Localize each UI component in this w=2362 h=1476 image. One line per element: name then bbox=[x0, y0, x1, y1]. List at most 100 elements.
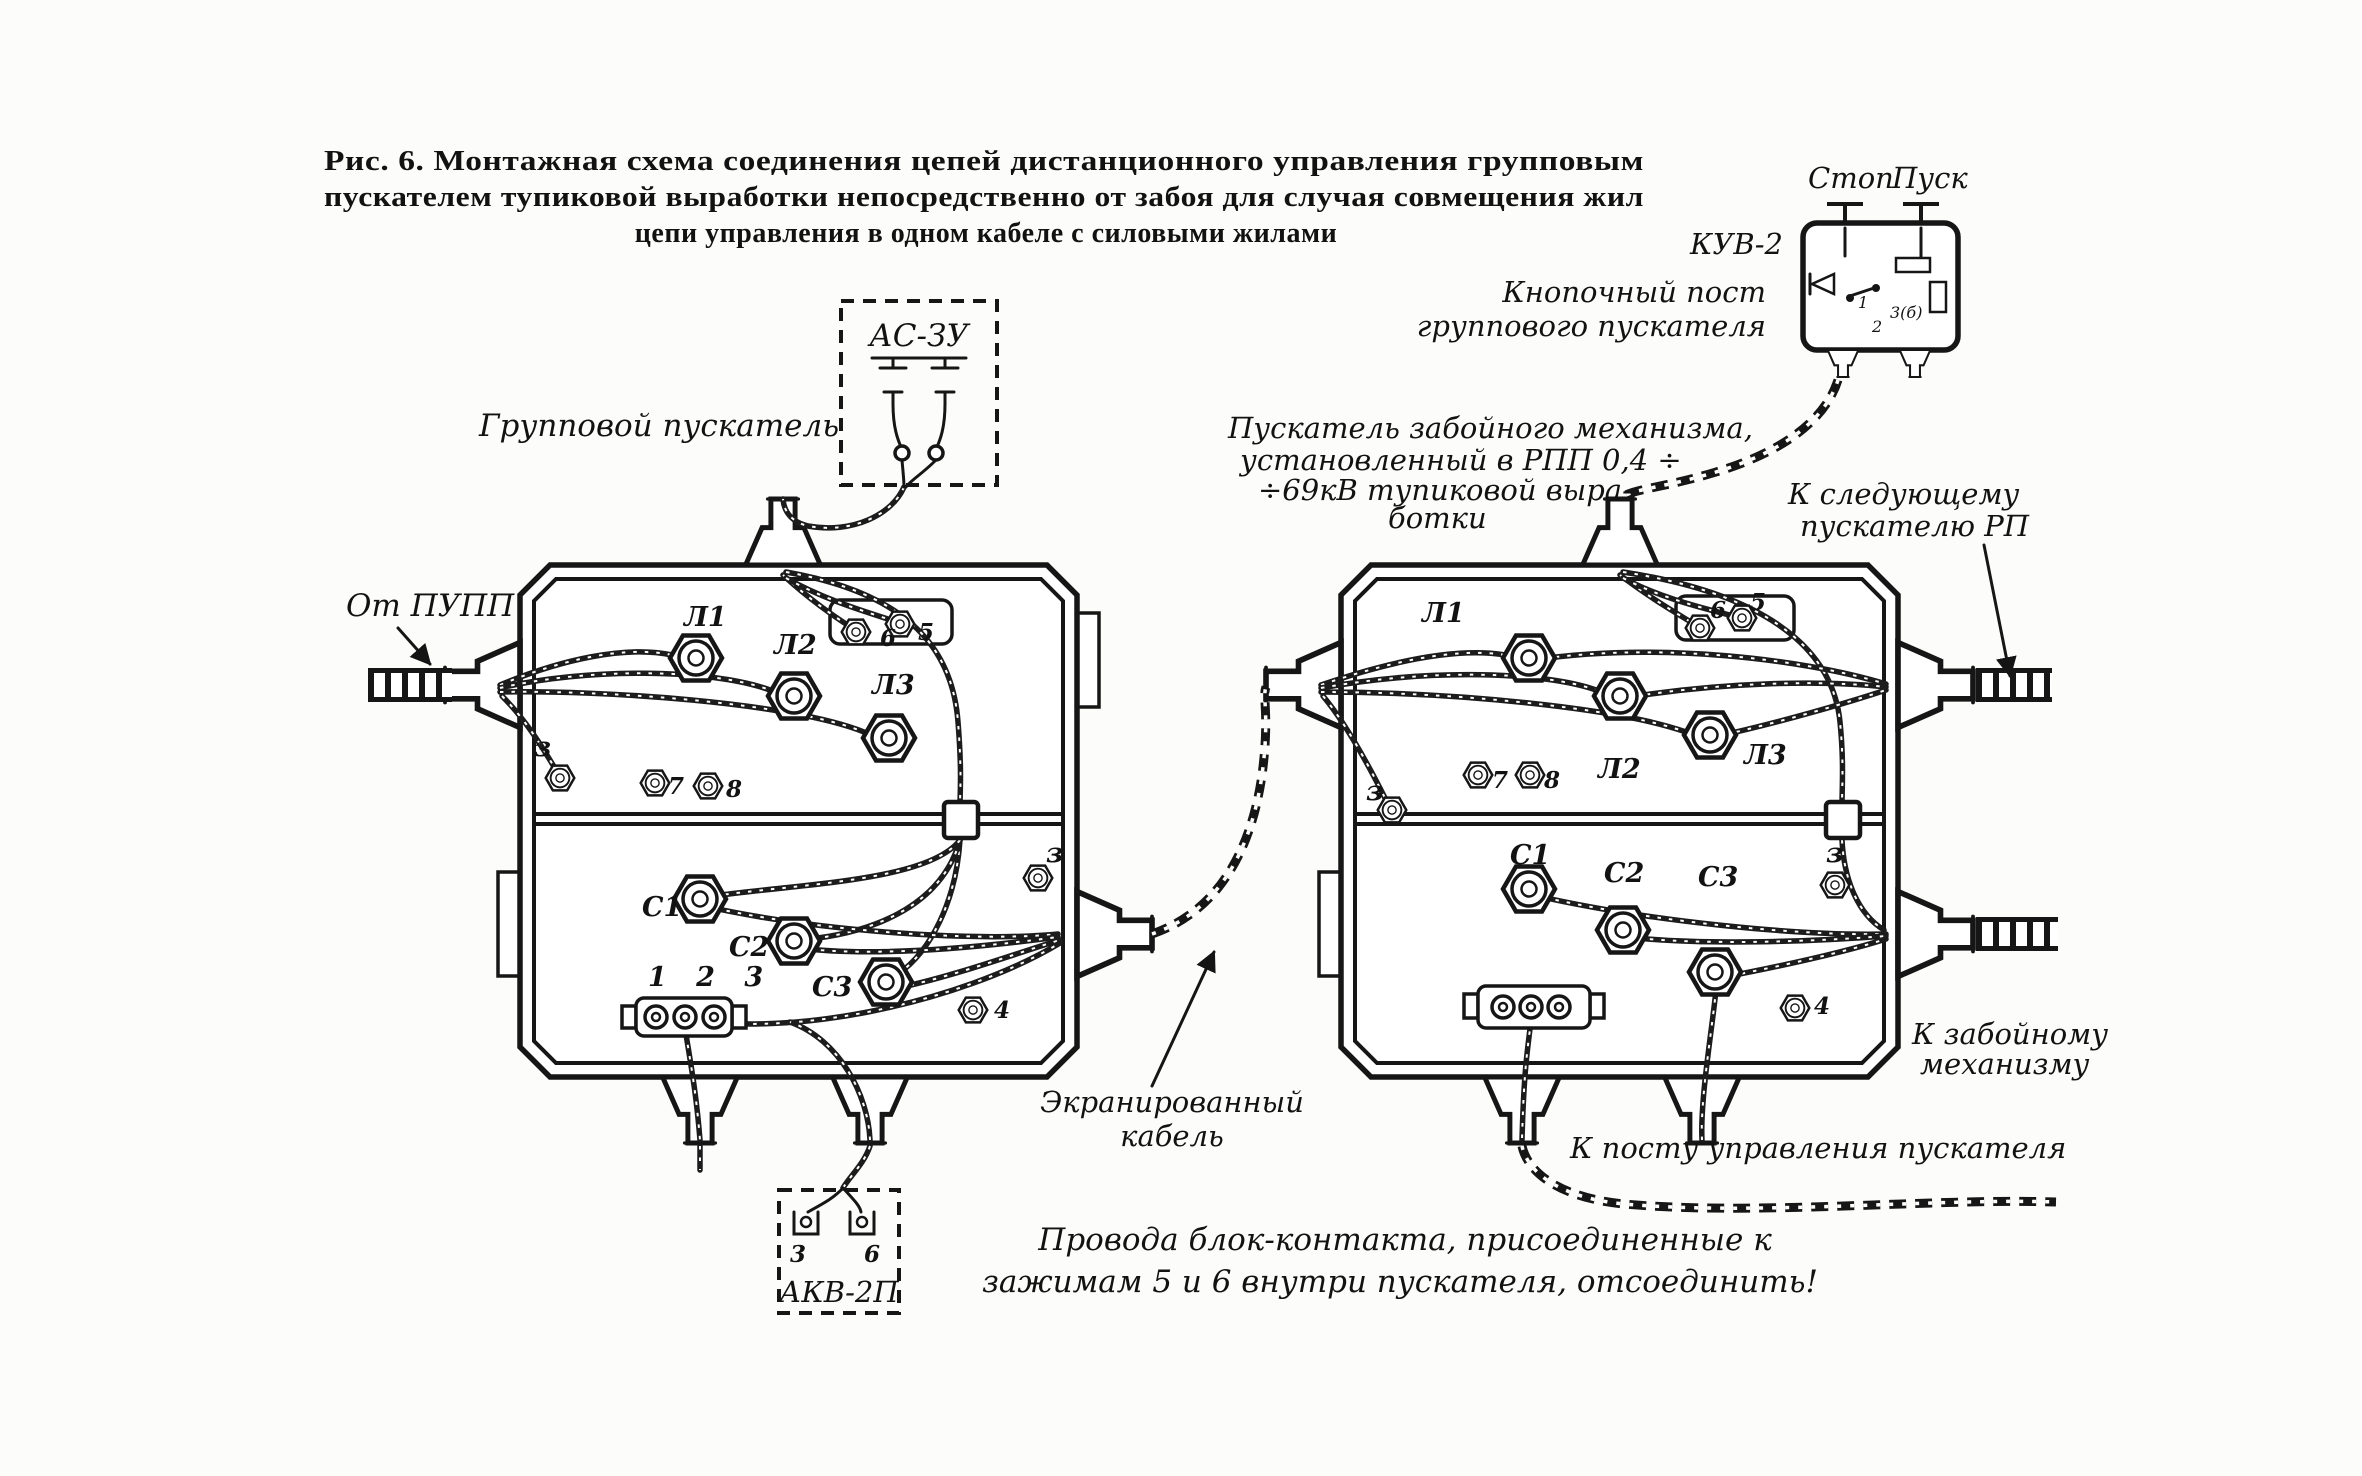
wire bbox=[1318, 650, 1508, 688]
terminal-label-5-left: 5 bbox=[918, 619, 934, 646]
terminal-nut-8 bbox=[1514, 761, 1546, 789]
flange-plate bbox=[496, 870, 522, 978]
as-zu-outline bbox=[839, 299, 999, 487]
spark-gap bbox=[930, 356, 960, 406]
terminal-label-4-left: 4 bbox=[994, 997, 1010, 1024]
wire bbox=[1530, 649, 1889, 687]
label-to-face-1: К забойному bbox=[1911, 1017, 2108, 1051]
terminal-nut-c2 bbox=[1597, 908, 1649, 953]
kuv-2-internal-wire bbox=[1843, 226, 1923, 264]
box-inner-outline bbox=[532, 577, 1065, 1065]
wire bbox=[703, 905, 1059, 938]
cable-gland bbox=[1898, 892, 1973, 977]
as-zu-terminal bbox=[927, 444, 945, 462]
as-zu-wire bbox=[935, 402, 947, 449]
terminal-nut-l2 bbox=[768, 674, 820, 719]
terminal-label-l3-right: Л3 bbox=[1742, 740, 1787, 771]
wire bbox=[887, 939, 1061, 991]
diode-symbol bbox=[1808, 272, 1836, 296]
label-button-post-1: Кнопочный пост bbox=[1501, 275, 1766, 309]
label-face-starter-3: ÷69кВ тупиковой выра- bbox=[1258, 473, 1632, 507]
wire-to-akv-2p bbox=[842, 1145, 871, 1189]
contact-dot bbox=[1872, 284, 1880, 292]
label-to-control-post: К посту управления пускателя bbox=[1569, 1131, 2066, 1165]
label-from-pupp: От ПУПП bbox=[346, 588, 515, 624]
strip-screw bbox=[1497, 1001, 1509, 1013]
resistor-symbol bbox=[1894, 256, 1932, 274]
terminal-label-7-right: 7 bbox=[1492, 767, 1508, 794]
terminal-label-c2-right: С2 bbox=[1604, 858, 1644, 889]
label-pusk: Пуск bbox=[1891, 161, 1968, 195]
terminal-strip-123 bbox=[620, 996, 748, 1038]
terminal-nut-c2 bbox=[768, 919, 820, 964]
wire bbox=[1713, 689, 1887, 738]
strip-screw bbox=[1553, 1001, 1565, 1013]
cable-gland bbox=[1077, 892, 1152, 977]
label-kuv2: КУВ-2 bbox=[1689, 227, 1783, 261]
wire bbox=[1320, 673, 1597, 691]
label-shielded-2: кабель bbox=[1120, 1119, 1224, 1153]
leader-shielded-cable bbox=[1150, 950, 1216, 1088]
terminal-label-4-right: 4 bbox=[1814, 993, 1830, 1020]
wire bbox=[497, 689, 867, 735]
label-next-starter-2: пускателю РП bbox=[1800, 509, 2030, 543]
internal-wiring-left bbox=[497, 569, 1063, 1143]
divider-grommet bbox=[1823, 799, 1863, 841]
as-zu-wire bbox=[904, 458, 938, 489]
terminal-label-c1-left: С1 bbox=[642, 892, 682, 923]
ground-label-left-left: з bbox=[534, 732, 551, 763]
wire-from-as-zu bbox=[780, 484, 907, 531]
wire bbox=[1841, 839, 1885, 931]
resistor-symbol bbox=[1928, 280, 1948, 314]
wire bbox=[499, 693, 559, 773]
wire bbox=[499, 650, 673, 686]
stop-button bbox=[1827, 202, 1863, 223]
shielded-cable-between-starters bbox=[1151, 686, 1268, 936]
flange-plate bbox=[1317, 870, 1343, 978]
hardware-right bbox=[1376, 604, 1863, 1030]
spark-gap bbox=[878, 356, 908, 406]
ground-terminal bbox=[1022, 864, 1054, 892]
terminal-label-6-left: 6 bbox=[880, 625, 896, 652]
divider-grommet bbox=[941, 799, 981, 841]
wire-from-as-zu bbox=[782, 486, 905, 529]
terminal-label-c2-left: С2 bbox=[729, 932, 769, 963]
akv-terminal-bracket bbox=[792, 1210, 820, 1236]
label-next-starter-1: К следующему bbox=[1787, 477, 2019, 511]
start-button bbox=[1903, 202, 1939, 223]
terminal-nut-l1 bbox=[1503, 636, 1555, 681]
left-starter-box bbox=[445, 499, 1152, 1143]
wire bbox=[897, 839, 961, 975]
as-zu-wire bbox=[891, 402, 903, 449]
label-face-starter-2: установленный в РПП 0,4 ÷ bbox=[1238, 443, 1682, 477]
akv-wire bbox=[841, 1186, 863, 1214]
akv-2p-outline bbox=[777, 1188, 901, 1315]
caption-line-1: Рис. 6. Монтажная схема соединения цепей… bbox=[324, 146, 1644, 177]
label-to-face-2: механизму bbox=[1920, 1047, 2089, 1081]
text-labels: Рис. 6. Монтажная схема соединения цепей… bbox=[324, 146, 2108, 1309]
terminal-nut-l3 bbox=[863, 716, 915, 761]
wire bbox=[783, 569, 964, 809]
terminal-nut-4 bbox=[957, 996, 989, 1024]
terminal-nut-c3 bbox=[860, 960, 912, 1005]
terminal-label-strip-left: 1 2 3 bbox=[648, 962, 773, 993]
terminal-nut-l3 bbox=[1684, 713, 1736, 758]
strip-ear bbox=[730, 1004, 748, 1030]
wire-to-akv-2p bbox=[840, 1143, 873, 1191]
right-starter-box bbox=[1266, 499, 1973, 1143]
wire bbox=[1699, 987, 1719, 1143]
label-as-zu: АС-ЗУ bbox=[867, 318, 971, 354]
terminal-nut-c3 bbox=[1689, 950, 1741, 995]
terminal-label-c3-left: С3 bbox=[812, 972, 852, 1003]
wire bbox=[499, 672, 771, 691]
wire bbox=[711, 837, 963, 899]
wire bbox=[817, 839, 961, 939]
shielded-cable-from-kuv2 bbox=[1619, 379, 1840, 501]
terminal-label-5-right: 5 bbox=[1750, 589, 1766, 616]
terminal-label-8-right: 8 bbox=[1543, 767, 1560, 794]
terminal-nut-7 bbox=[639, 769, 671, 797]
wire bbox=[797, 936, 1059, 953]
cable-gland bbox=[1583, 499, 1658, 565]
